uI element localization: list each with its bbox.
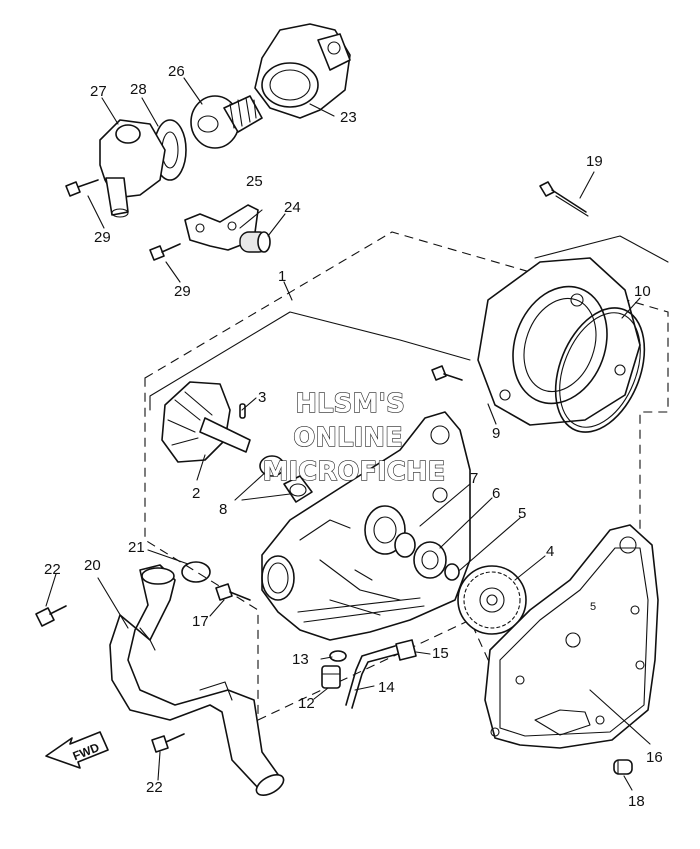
washer-part-5 bbox=[444, 563, 460, 581]
gear-part-4 bbox=[457, 565, 527, 635]
callout-23: 23 bbox=[340, 109, 357, 126]
fitting-part-15 bbox=[395, 639, 417, 661]
forward-direction-arrow: FWD bbox=[45, 731, 109, 769]
callout-19: 19 bbox=[586, 153, 603, 170]
bolt-part-19 bbox=[539, 181, 589, 217]
callout-18: 18 bbox=[628, 793, 645, 810]
callout-14: 14 bbox=[378, 679, 395, 696]
callout-10: 10 bbox=[634, 283, 651, 300]
bolt-part-29-lower bbox=[149, 243, 181, 261]
callout-20: 20 bbox=[84, 557, 101, 574]
callout-12: 12 bbox=[298, 695, 315, 712]
callout-9: 9 bbox=[492, 425, 500, 442]
callout-7: 7 bbox=[470, 470, 478, 487]
bolt-part-22-top bbox=[35, 605, 67, 627]
callout-21: 21 bbox=[128, 539, 145, 556]
callout-29-top: 29 bbox=[94, 229, 111, 246]
pipe-part-20 bbox=[109, 564, 285, 797]
watermark-line-3: MICROFICHE bbox=[263, 457, 446, 487]
hose-part-14 bbox=[345, 645, 399, 709]
callout-17: 17 bbox=[192, 613, 209, 630]
bolt-part-29-top bbox=[65, 179, 99, 197]
dowel-part-18 bbox=[613, 759, 633, 775]
callouts: 1 2 3 4 5 6 7 8 9 10 12 13 14 15 16 17 1… bbox=[44, 63, 663, 810]
bolt-part-3-screw bbox=[431, 365, 463, 381]
pin-part-3 bbox=[239, 403, 246, 419]
bolt-part-17 bbox=[215, 583, 251, 601]
callout-16: 16 bbox=[646, 749, 663, 766]
impeller-part-2 bbox=[161, 381, 251, 463]
cover-mark-5: 5 bbox=[590, 601, 596, 613]
callout-27: 27 bbox=[90, 83, 107, 100]
thermostat-housing-part-27 bbox=[99, 119, 166, 218]
washer-part-13 bbox=[329, 650, 347, 662]
inner-panel-outline bbox=[149, 235, 669, 411]
callout-13: 13 bbox=[292, 651, 309, 668]
callout-8: 8 bbox=[219, 501, 227, 518]
callout-24: 24 bbox=[284, 199, 301, 216]
pump-cover-part-9 bbox=[477, 257, 641, 426]
seal-part-8 bbox=[259, 455, 313, 503]
bolt-part-22-bottom bbox=[151, 733, 185, 753]
crankcase-cover-body bbox=[261, 411, 471, 641]
callout-22-bottom: 22 bbox=[146, 779, 163, 796]
grommet-part-24 bbox=[239, 231, 271, 253]
callout-5: 5 bbox=[518, 505, 526, 522]
o-ring-part-21 bbox=[181, 561, 211, 583]
thermostat-cover-part-23 bbox=[254, 23, 351, 119]
gasket-part-10 bbox=[554, 307, 646, 433]
callout-25: 25 bbox=[246, 173, 263, 190]
callout-15: 15 bbox=[432, 645, 449, 662]
callout-6: 6 bbox=[492, 485, 500, 502]
drain-bolt-part-12 bbox=[321, 665, 341, 689]
outer-cover-part-16 bbox=[484, 524, 659, 749]
watermark-line-1: HLSM'S bbox=[295, 389, 405, 419]
callout-26: 26 bbox=[168, 63, 185, 80]
callout-29-lower: 29 bbox=[174, 283, 191, 300]
thermostat-part-26 bbox=[190, 95, 263, 149]
watermark-line-2: ONLINE bbox=[293, 423, 403, 453]
callout-4: 4 bbox=[546, 543, 554, 560]
callout-22-top: 22 bbox=[44, 561, 61, 578]
callout-1: 1 bbox=[278, 268, 286, 285]
watermark: HLSM'S ONLINE MICROFICHE bbox=[262, 388, 446, 487]
callout-3: 3 bbox=[258, 389, 266, 406]
callout-2: 2 bbox=[192, 485, 200, 502]
leader-lines bbox=[45, 77, 651, 791]
callout-28: 28 bbox=[130, 81, 147, 98]
